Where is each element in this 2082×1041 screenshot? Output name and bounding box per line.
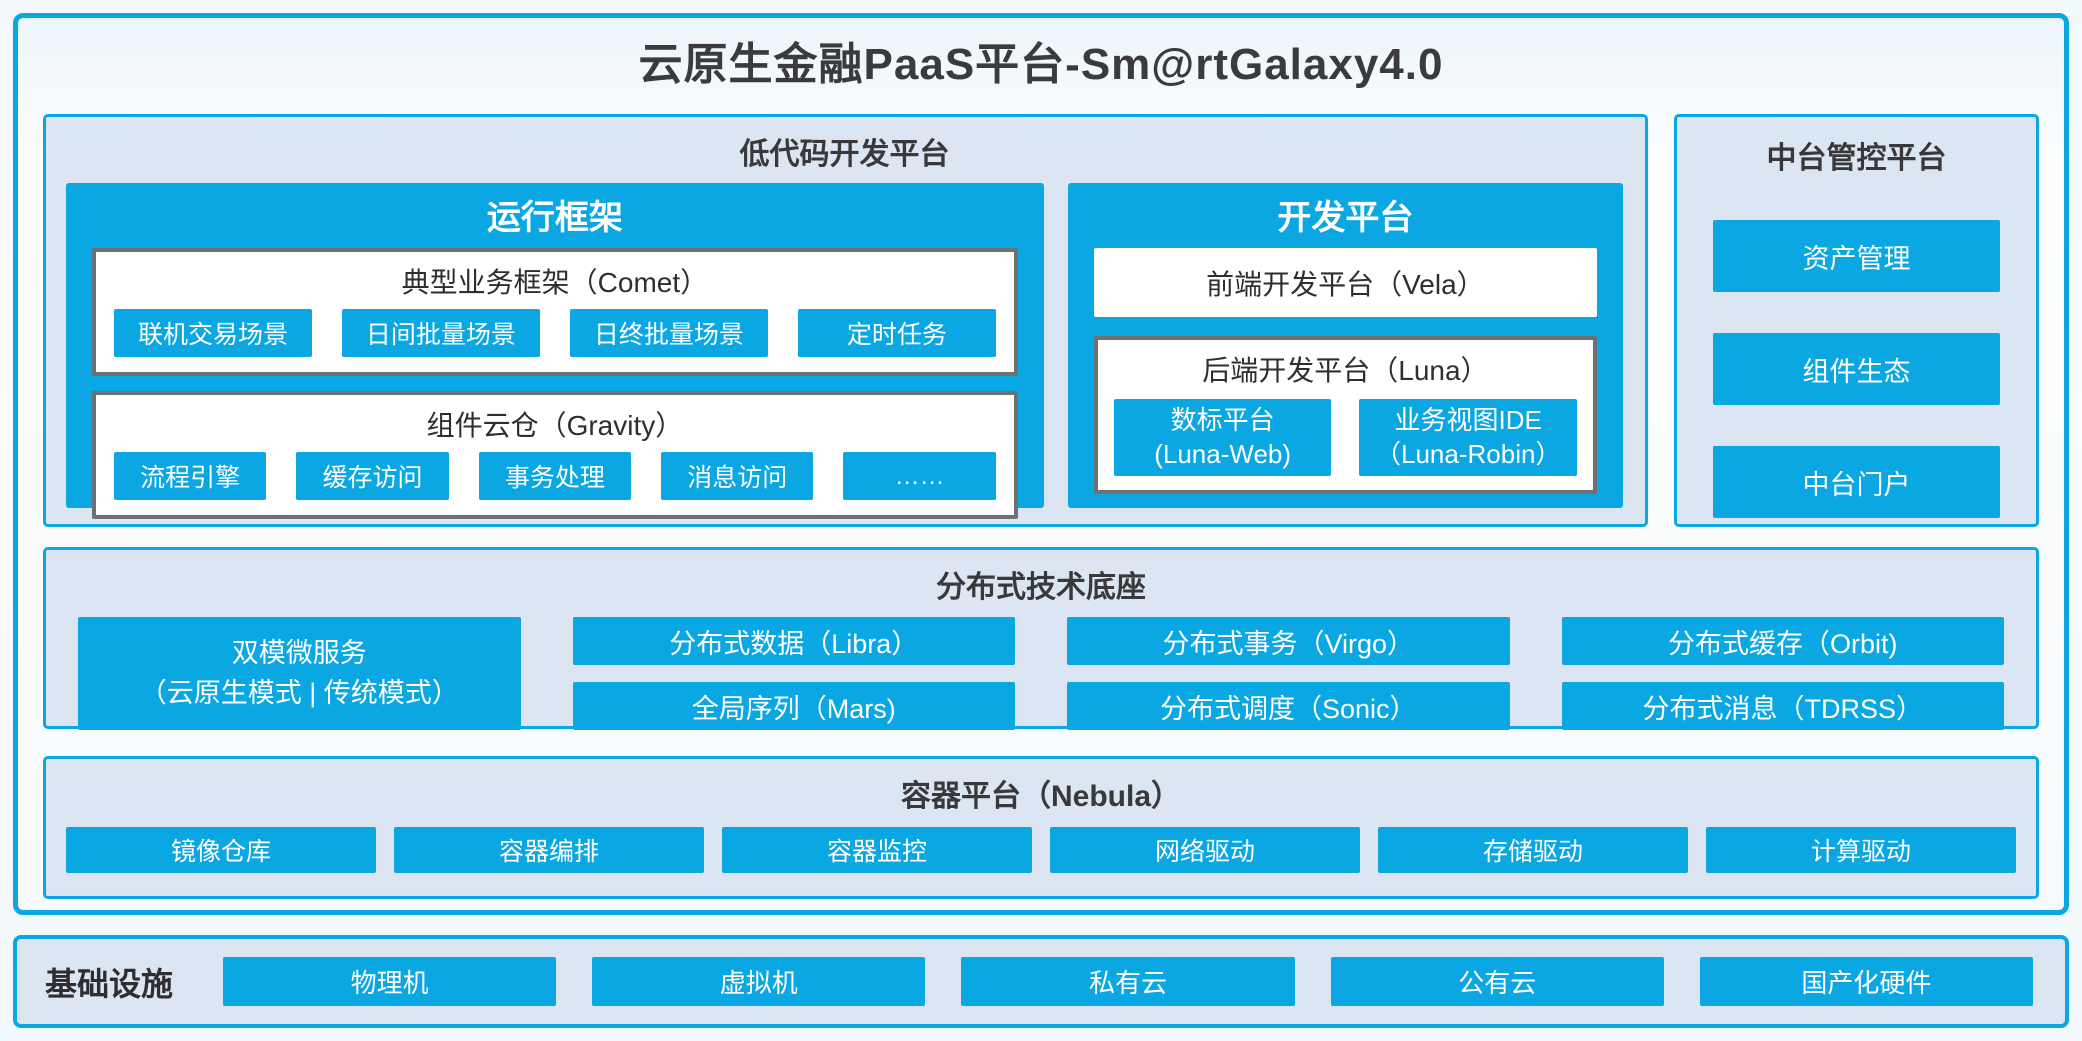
runtime-framework-title: 运行框架 (486, 199, 623, 237)
distributed-scheduling-item: 分布式调度（Sonic） (1067, 682, 1510, 730)
container-items-row: 镜像仓库 容器编排 容器监控 网络驱动 存储驱动 计算驱动 (62, 827, 2020, 873)
container-platform-section: 容器平台（Nebula） 镜像仓库 容器编排 容器监控 网络驱动 存储驱动 计算… (43, 756, 2039, 899)
luna-robin-name: 业务视图IDE (1394, 404, 1542, 435)
distributed-cache-item: 分布式缓存（Orbit) (1561, 617, 2004, 665)
mid-platform-item-asset: 资产管理 (1713, 220, 2000, 292)
dev-platform-box: 开发平台 前端开发平台（Vela） 后端开发平台（Luna） 数标平台 (Lun… (1067, 183, 1623, 508)
vela-frontend-title: 前端开发平台（Vela） (1206, 268, 1485, 300)
comet-item: 定时任务 (797, 309, 996, 357)
container-orchestration-item: 容器编排 (394, 827, 704, 873)
dual-mode-line2: （云原生模式 | 传统模式） (139, 677, 459, 708)
luna-web-item: 数标平台 (Luna-Web) (1113, 399, 1332, 476)
domestic-hardware-item: 国产化硬件 (1699, 957, 2034, 1006)
luna-web-code: (Luna-Web) (1154, 438, 1292, 469)
physical-machine-item: 物理机 (223, 957, 557, 1006)
distributed-base-title: 分布式技术底座 (936, 571, 1146, 604)
private-cloud-item: 私有云 (961, 957, 1295, 1006)
dual-mode-line1: 双模微服务 (231, 638, 367, 669)
infrastructure-section: 基础设施 物理机 虚拟机 私有云 公有云 国产化硬件 (13, 935, 2069, 1028)
luna-backend-panel: 后端开发平台（Luna） 数标平台 (Luna-Web) 业务视图IDE （Lu… (1093, 336, 1597, 494)
distributed-column: 分布式缓存（Orbit) 分布式消息（TDRSS） (1561, 617, 2004, 730)
public-cloud-item: 公有云 (1330, 957, 1664, 1006)
distributed-column: 分布式数据（Libra） 全局序列（Mars) (572, 617, 1015, 730)
gravity-item: 消息访问 (661, 452, 814, 500)
luna-web-name: 数标平台 (1170, 404, 1275, 435)
mid-platform-item-portal: 中台门户 (1713, 446, 2000, 518)
distributed-message-item: 分布式消息（TDRSS） (1561, 682, 2004, 730)
vela-frontend-panel: 前端开发平台（Vela） (1093, 248, 1597, 317)
comet-framework-title: 典型业务框架（Comet） (401, 267, 709, 298)
gravity-item: 缓存访问 (296, 452, 449, 500)
distributed-data-item: 分布式数据（Libra） (572, 617, 1015, 665)
lowcode-columns: 运行框架 典型业务框架（Comet） 联机交易场景 日间批量场景 日终批量场景 … (66, 183, 1623, 519)
container-monitoring-item: 容器监控 (722, 827, 1032, 873)
compute-driver-item: 计算驱动 (1706, 827, 2016, 873)
distributed-base-section: 分布式技术底座 双模微服务 （云原生模式 | 传统模式） 分布式数据（Libra… (43, 547, 2039, 730)
comet-item: 日间批量场景 (341, 309, 540, 357)
platform-frame: 云原生金融PaaS平台-Sm@rtGalaxy4.0 低代码开发平台 运行框架 … (13, 13, 2069, 915)
network-driver-item: 网络驱动 (1050, 827, 1360, 873)
gravity-warehouse-panel: 组件云仓（Gravity） 流程引擎 缓存访问 事务处理 消息访问 …… (92, 391, 1018, 519)
infrastructure-items-row: 物理机 虚拟机 私有云 公有云 国产化硬件 (223, 957, 2034, 1006)
dual-mode-microservice-item: 双模微服务 （云原生模式 | 传统模式） (78, 617, 521, 730)
runtime-framework-box: 运行框架 典型业务框架（Comet） 联机交易场景 日间批量场景 日终批量场景 … (66, 183, 1044, 519)
mid-platform-title: 中台管控平台 (1766, 142, 1947, 175)
gravity-items-row: 流程引擎 缓存访问 事务处理 消息访问 …… (96, 452, 1014, 515)
dev-platform-title: 开发平台 (1277, 199, 1414, 237)
mid-platform-section: 中台管控平台 资产管理 组件生态 中台门户 (1674, 114, 2039, 527)
comet-item: 日终批量场景 (569, 309, 768, 357)
comet-item: 联机交易场景 (114, 309, 312, 357)
luna-items-row: 数标平台 (Luna-Web) 业务视图IDE （Luna-Robin） (1098, 397, 1593, 490)
gravity-item: 事务处理 (478, 452, 632, 500)
distributed-column: 分布式事务（Virgo） 分布式调度（Sonic） (1067, 617, 1510, 730)
top-row: 低代码开发平台 运行框架 典型业务框架（Comet） 联机交易场景 日间批量场景… (43, 114, 2039, 527)
mid-platform-item-ecosystem: 组件生态 (1713, 333, 2000, 405)
gravity-item-ellipsis: …… (843, 452, 996, 500)
comet-framework-panel: 典型业务框架（Comet） 联机交易场景 日间批量场景 日终批量场景 定时任务 (92, 248, 1018, 376)
distributed-transaction-item: 分布式事务（Virgo） (1067, 617, 1510, 665)
page-title: 云原生金融PaaS平台-Sm@rtGalaxy4.0 (638, 40, 1444, 89)
comet-items-row: 联机交易场景 日间批量场景 日终批量场景 定时任务 (96, 309, 1014, 372)
luna-robin-item: 业务视图IDE （Luna-Robin） (1359, 399, 1578, 476)
lowcode-platform-title: 低代码开发平台 (739, 138, 950, 171)
image-registry-item: 镜像仓库 (66, 827, 376, 873)
container-platform-title: 容器平台（Nebula） (900, 780, 1182, 813)
luna-robin-code: （Luna-Robin） (1375, 438, 1562, 469)
storage-driver-item: 存储驱动 (1378, 827, 1688, 873)
distributed-grid: 双模微服务 （云原生模式 | 传统模式） 分布式数据（Libra） 全局序列（M… (62, 617, 2020, 730)
infrastructure-title: 基础设施 (45, 965, 174, 1002)
virtual-machine-item: 虚拟机 (592, 957, 926, 1006)
global-sequence-item: 全局序列（Mars) (572, 682, 1015, 730)
luna-backend-title: 后端开发平台（Luna） (1202, 355, 1489, 386)
lowcode-platform-section: 低代码开发平台 运行框架 典型业务框架（Comet） 联机交易场景 日间批量场景… (43, 114, 1648, 527)
gravity-item: 流程引擎 (114, 452, 267, 500)
gravity-warehouse-title: 组件云仓（Gravity） (426, 410, 684, 441)
